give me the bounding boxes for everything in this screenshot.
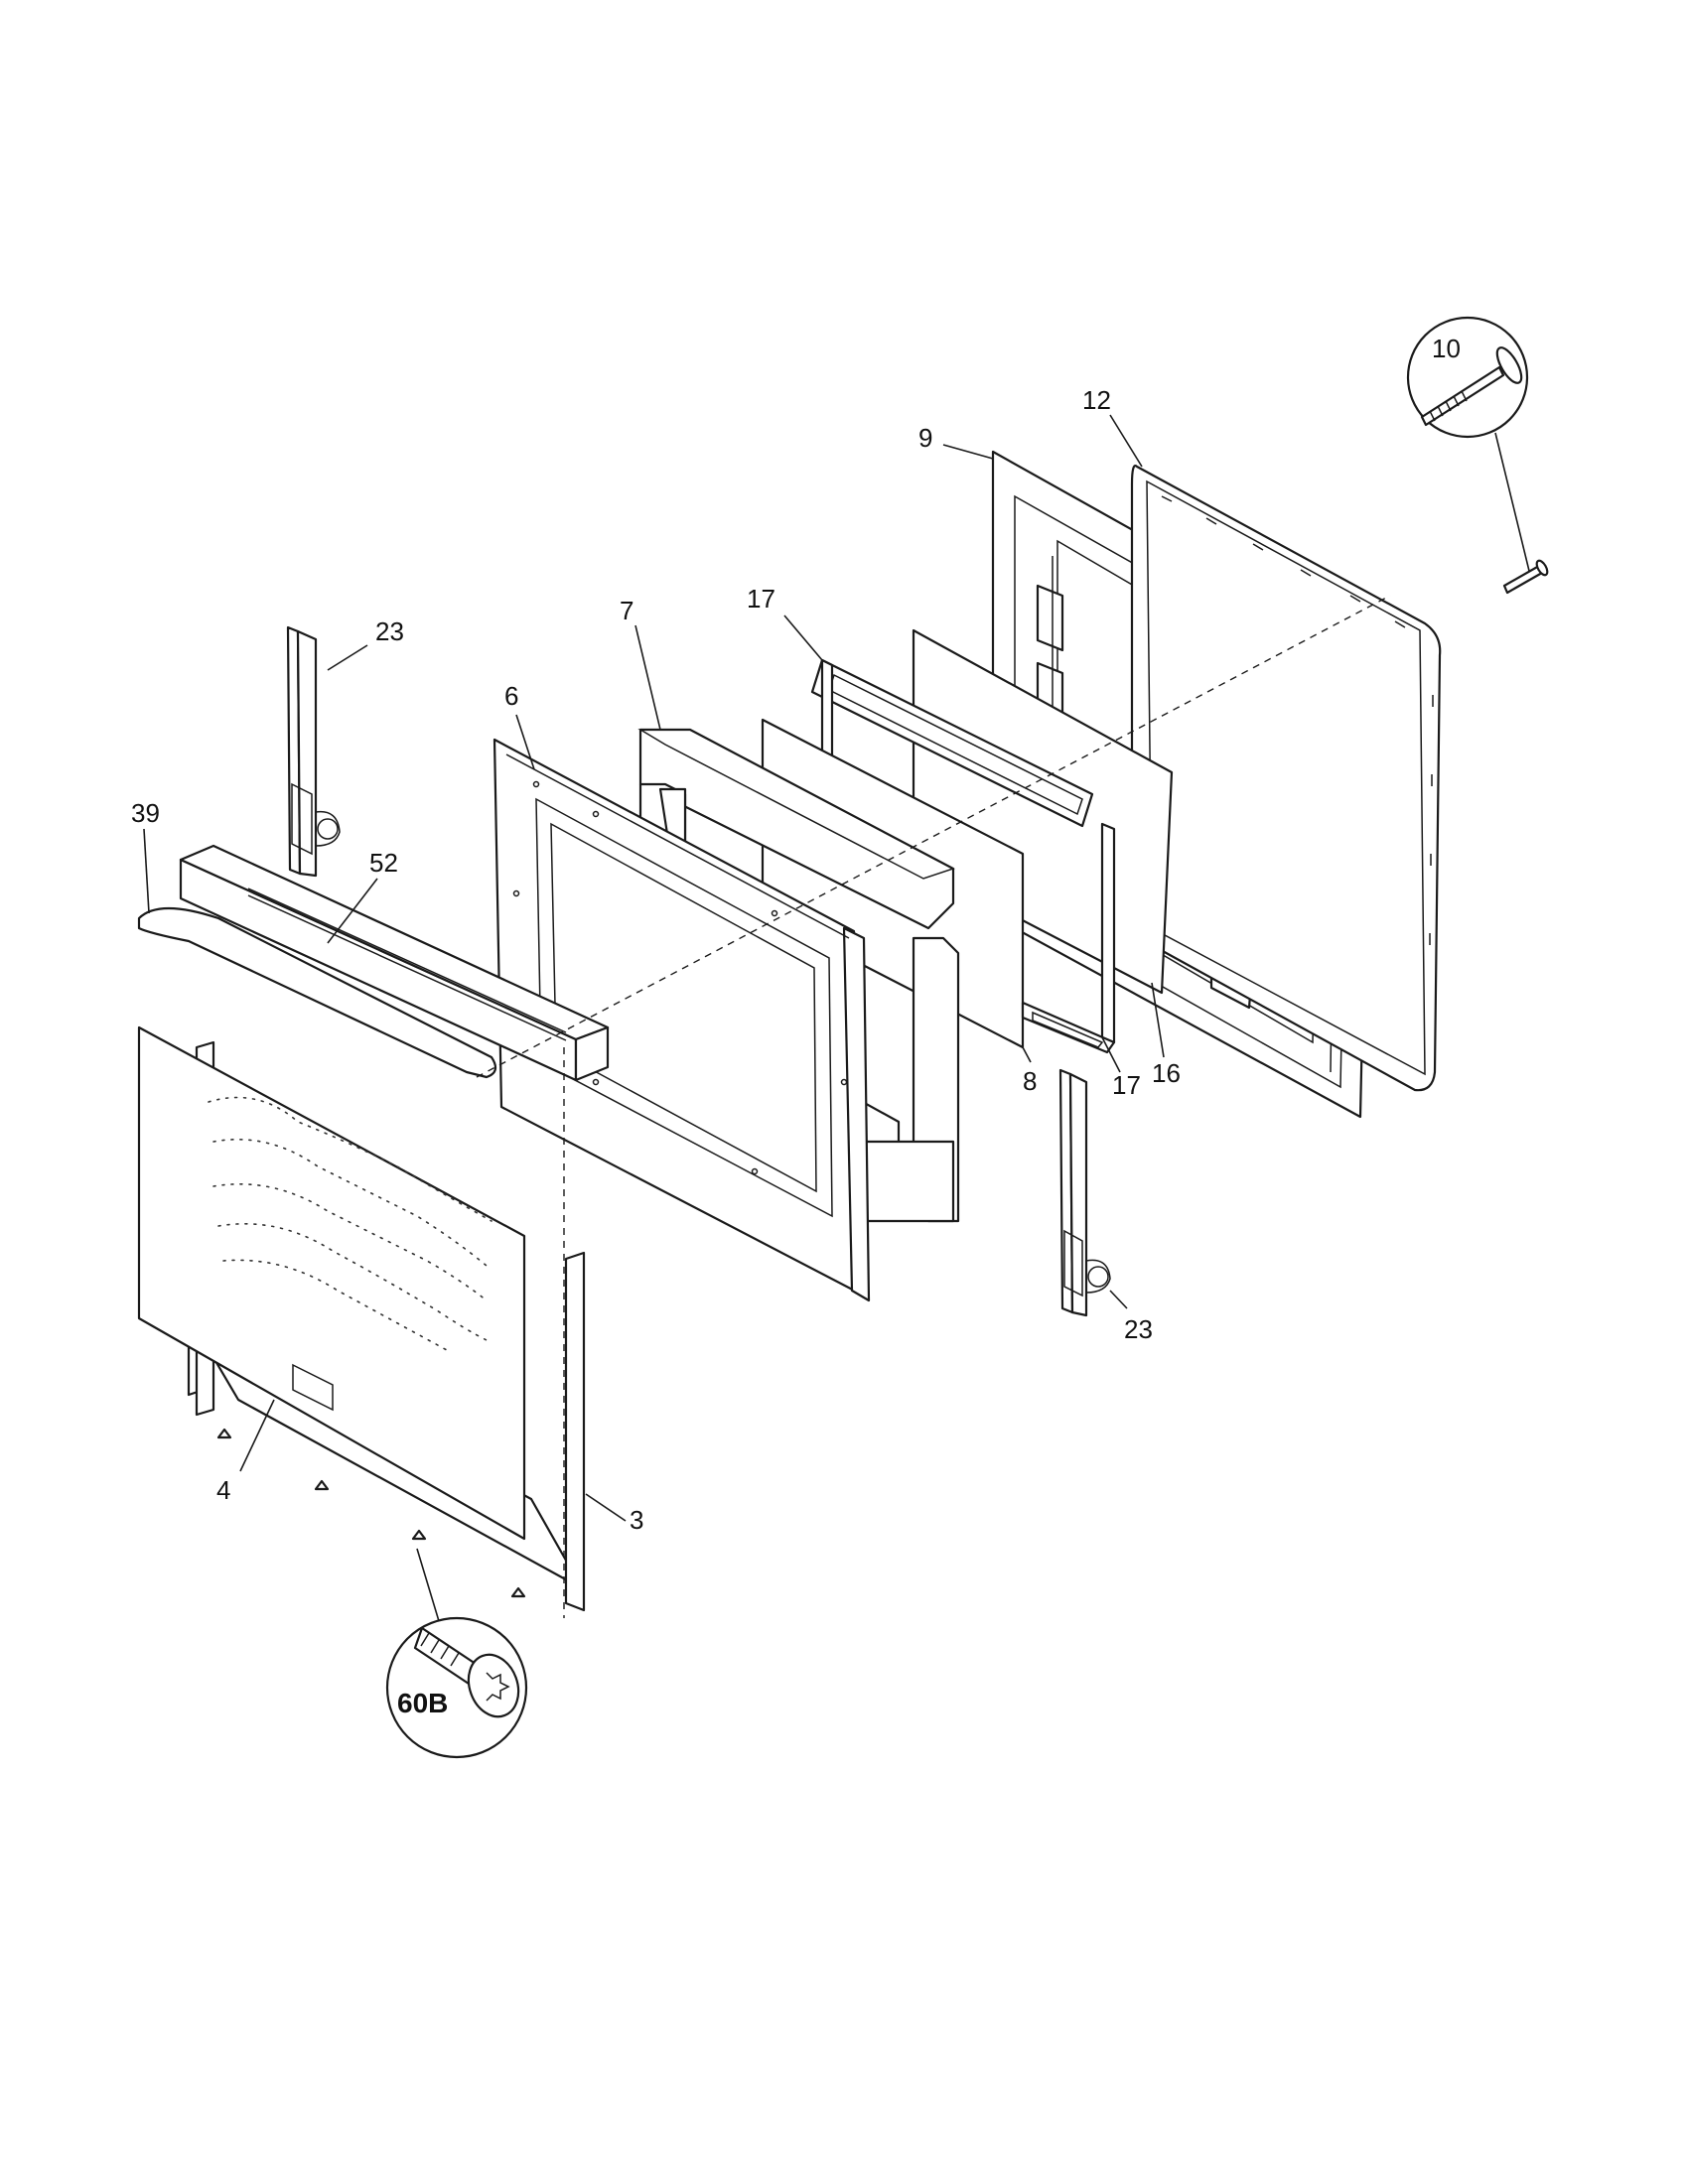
callout-6: 6	[504, 681, 518, 711]
callout-23-upper: 23	[375, 616, 404, 646]
part-12-door-gasket	[1130, 465, 1442, 1092]
callout-7: 7	[620, 596, 633, 625]
part-17-glass-retainer-lower	[1021, 822, 1116, 1054]
screw-icon	[216, 1428, 232, 1439]
callout-10: 10	[1432, 334, 1461, 363]
screw-icon	[314, 1479, 330, 1491]
callout-60b: 60B	[397, 1688, 448, 1718]
callout-9: 9	[918, 423, 932, 453]
callout-16: 16	[1152, 1058, 1181, 1088]
part-39-door-handle	[137, 906, 497, 1079]
callout-17-lower: 17	[1112, 1070, 1141, 1100]
part-60b-detail-circle	[385, 1616, 528, 1759]
screw-icon	[510, 1586, 526, 1598]
callout-39: 39	[131, 798, 160, 828]
part-23-hinge-upper	[286, 625, 341, 878]
callout-52: 52	[369, 848, 398, 878]
callout-4: 4	[216, 1475, 230, 1505]
screw-icons	[216, 1428, 526, 1598]
part-23-hinge-lower	[1058, 1068, 1111, 1317]
part-52-vent-trim	[179, 844, 610, 1082]
callout-labels: 9 12 10 17 7 6 23 39 52 16 8 17 23 4 3 6…	[131, 334, 1461, 1718]
assembly-axis	[476, 595, 1391, 1078]
callout-3: 3	[630, 1505, 643, 1535]
screw-icon	[411, 1529, 427, 1541]
callout-12: 12	[1082, 385, 1111, 415]
part-4-outer-glass-panel	[137, 1025, 526, 1541]
part-10-detail-circle	[1406, 316, 1549, 595]
callout-23-lower: 23	[1124, 1314, 1153, 1344]
leader-lines	[143, 414, 1165, 1622]
callout-8: 8	[1023, 1066, 1037, 1096]
callout-17-upper: 17	[747, 584, 775, 614]
